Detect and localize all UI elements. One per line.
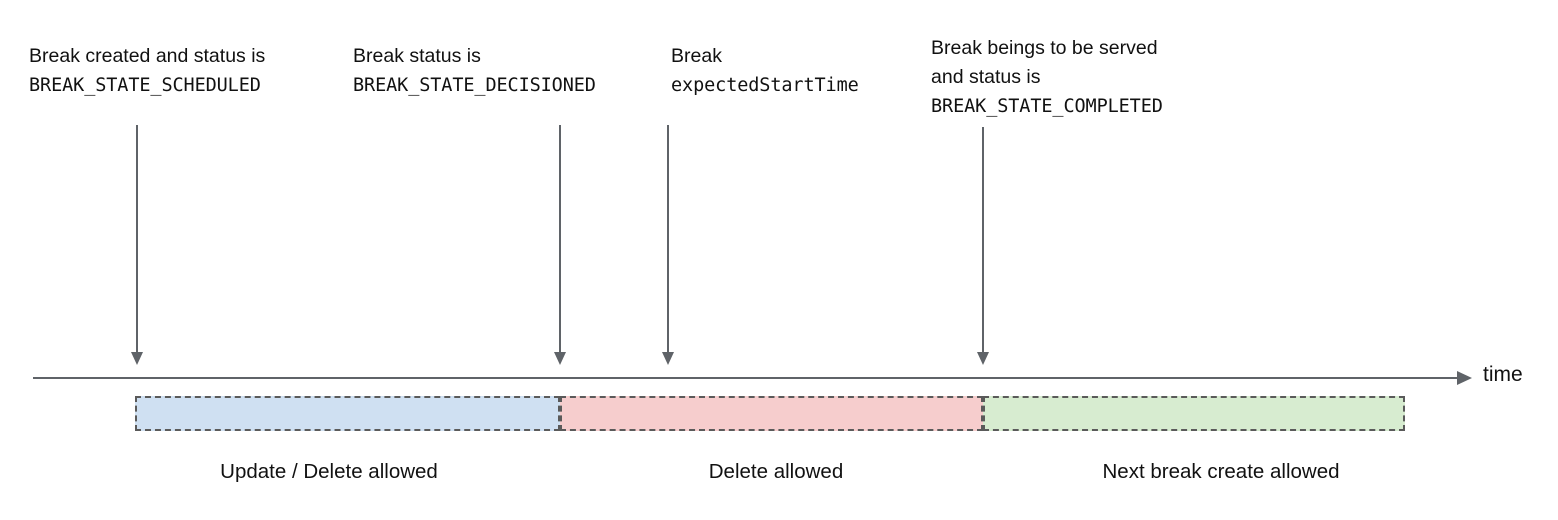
arrow-shaft xyxy=(136,125,138,354)
time-axis-line xyxy=(33,377,1458,379)
phase-caption-update-delete: Update / Delete allowed xyxy=(220,460,438,483)
marker-arrow-scheduled xyxy=(130,125,144,365)
marker-arrow-decisioned xyxy=(553,125,567,365)
arrow-head-down-icon xyxy=(130,352,143,365)
arrow-head-down-icon xyxy=(661,352,674,365)
phase-bar-update-delete xyxy=(135,396,560,431)
arrow-head-down-icon xyxy=(553,352,566,365)
arrow-shaft xyxy=(559,125,561,354)
phase-caption-next-break: Next break create allowed xyxy=(1102,460,1340,483)
arrow-shaft xyxy=(667,125,669,354)
marker-label-line: and status is xyxy=(931,66,1041,88)
marker-arrow-completed xyxy=(976,127,990,365)
phase-caption-delete-only: Delete allowed xyxy=(708,460,844,483)
marker-label-line: Break xyxy=(671,45,722,67)
arrow-shaft xyxy=(982,127,984,354)
marker-label-line: Break beings to be served xyxy=(931,37,1158,59)
marker-label-line: BREAK_STATE_COMPLETED xyxy=(931,96,1163,117)
marker-label-decisioned: Break status is BREAK_STATE_DECISIONED xyxy=(353,42,596,100)
arrow-head-right-icon xyxy=(1457,370,1472,385)
marker-label-line: Break created and status is xyxy=(29,45,266,67)
marker-label-line: BREAK_STATE_DECISIONED xyxy=(353,75,596,96)
time-axis-label: time xyxy=(1483,363,1523,386)
marker-arrow-expected-start-time xyxy=(661,125,675,365)
marker-label-expected-start-time: Break expectedStartTime xyxy=(671,42,859,100)
marker-label-line: expectedStartTime xyxy=(671,75,859,96)
phase-bar-next-break xyxy=(983,396,1405,431)
arrow-head-down-icon xyxy=(976,352,989,365)
marker-label-line: Break status is xyxy=(353,45,481,67)
marker-label-scheduled: Break created and status is BREAK_STATE_S… xyxy=(29,42,265,100)
phase-bar-delete-only xyxy=(560,396,983,431)
marker-label-line: BREAK_STATE_SCHEDULED xyxy=(29,75,261,96)
marker-label-completed: Break beings to be served and status is BR… xyxy=(931,34,1163,121)
